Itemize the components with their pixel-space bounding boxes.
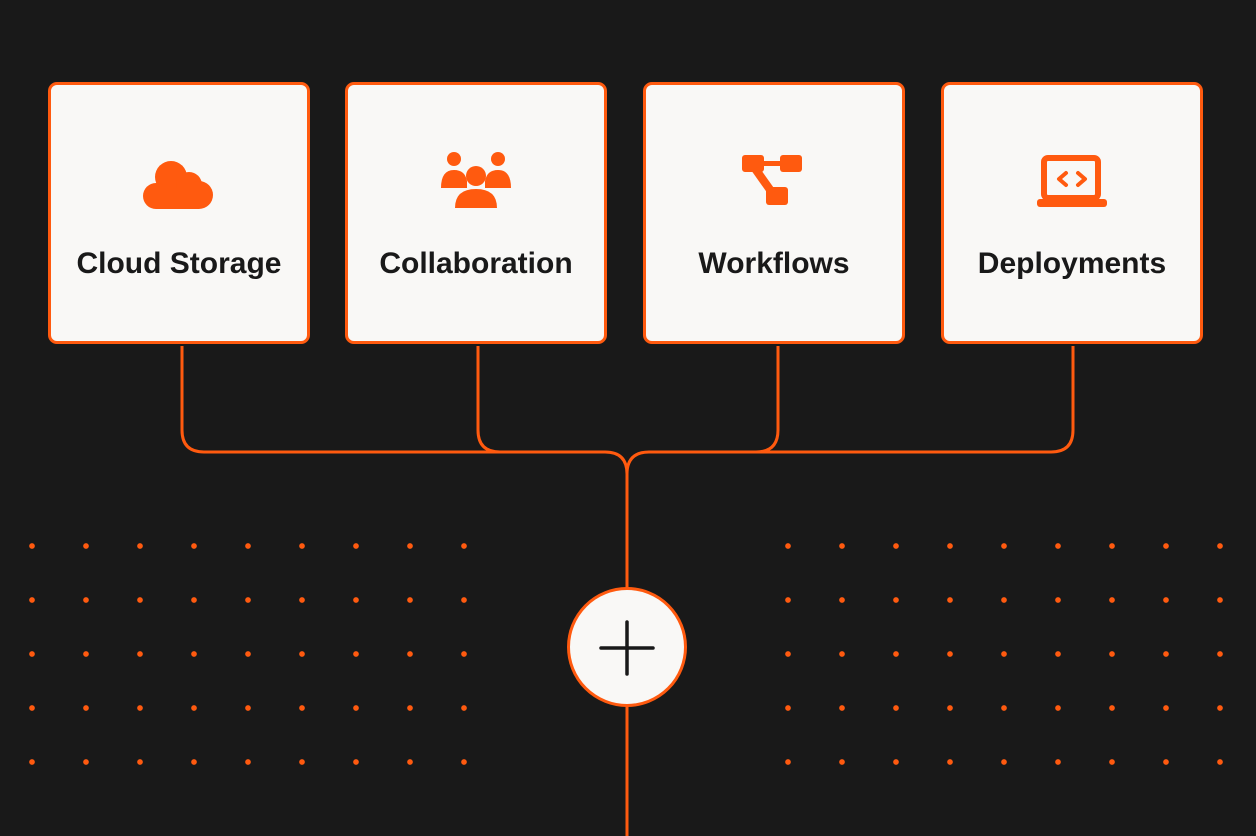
card-workflows[interactable]: Workflows xyxy=(643,82,905,344)
laptop-code-icon xyxy=(1034,151,1110,211)
dot-grid-left xyxy=(7,519,493,803)
card-label: Cloud Storage xyxy=(76,247,282,280)
card-deployments[interactable]: Deployments xyxy=(941,82,1203,344)
card-label: Deployments xyxy=(977,247,1167,280)
users-icon xyxy=(438,151,514,211)
card-collaboration[interactable]: Collaboration xyxy=(345,82,607,344)
connector-cloud-storage xyxy=(180,346,629,590)
connector-deployments xyxy=(625,346,1075,475)
connector-collaboration xyxy=(476,346,501,454)
plus-icon xyxy=(599,620,655,676)
card-label: Workflows xyxy=(698,247,850,280)
plus-button[interactable] xyxy=(567,587,687,707)
cloud-icon xyxy=(141,151,217,211)
workflow-icon xyxy=(736,151,812,211)
dot-grid-right xyxy=(763,519,1249,803)
connector-workflows xyxy=(755,346,780,454)
card-cloud-storage[interactable]: Cloud Storage xyxy=(48,82,310,344)
card-label: Collaboration xyxy=(379,247,573,280)
